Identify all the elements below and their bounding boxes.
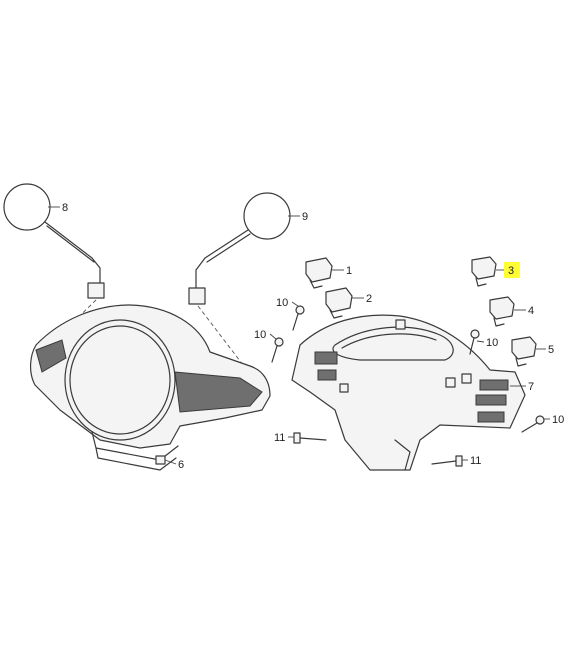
callout-8: 8	[62, 202, 68, 214]
callout-7: 7	[528, 381, 534, 393]
callout-10-c: 10	[486, 337, 498, 349]
callout-11-a: 11	[274, 432, 285, 444]
callout-3-highlight	[504, 262, 520, 278]
callout-9: 9	[302, 211, 308, 223]
part-4	[489, 296, 515, 327]
screw-11-a	[293, 432, 327, 444]
front-handlebar-cover	[30, 304, 271, 471]
callout-1: 1	[346, 265, 352, 277]
callout-10-b: 10	[254, 329, 266, 341]
screw-10-c	[469, 329, 480, 355]
screw-10-b	[271, 337, 284, 363]
screw-10-d	[521, 415, 545, 433]
callout-2: 2	[366, 293, 372, 305]
mirror-left	[3, 183, 105, 336]
screw-10-a	[292, 305, 305, 331]
part-1	[305, 257, 333, 289]
part-3	[471, 256, 497, 287]
callout-11-b: 11	[470, 455, 481, 467]
part-2	[325, 287, 353, 319]
leader-lines	[48, 206, 550, 461]
rear-handlebar-cover	[291, 314, 526, 471]
callout-10-d: 10	[552, 414, 564, 426]
callout-3: 3	[508, 265, 514, 277]
part-5	[511, 336, 537, 367]
callout-6: 6	[178, 459, 184, 471]
screw-11-b	[431, 455, 463, 467]
callout-5: 5	[548, 344, 554, 356]
callout-4: 4	[528, 305, 534, 317]
callout-10-a: 10	[276, 297, 288, 309]
